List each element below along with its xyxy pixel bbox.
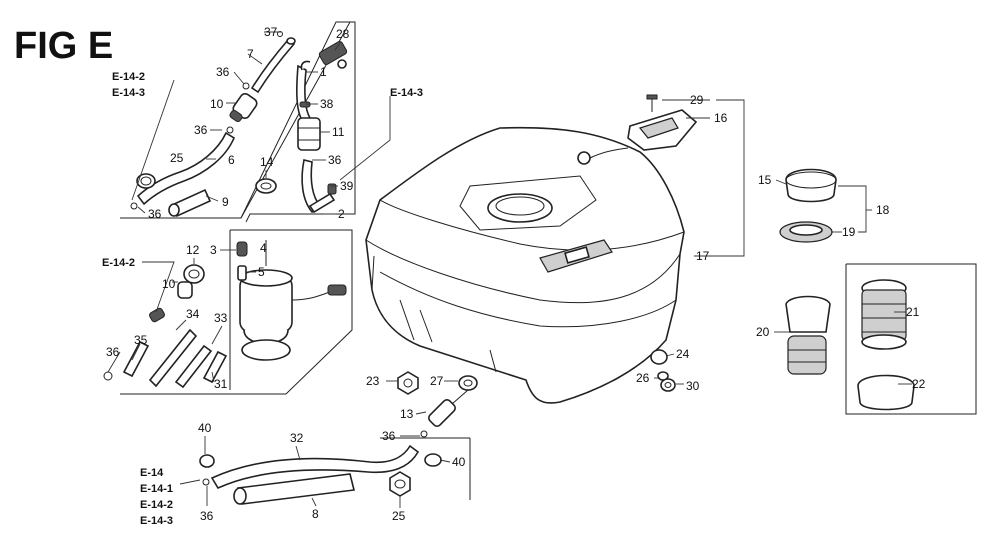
callout-1: 1 [320, 65, 327, 79]
callout-10: 10 [162, 277, 176, 291]
clip-40-left [199, 454, 215, 486]
fuel-filter-11 [297, 117, 321, 151]
ref-e14-3-bottom: E-14-3 [140, 515, 173, 527]
callout-32: 32 [290, 431, 304, 445]
figure-title: FIG E [14, 25, 113, 67]
callout-27: 27 [430, 374, 444, 388]
hoses-31-35 [122, 328, 228, 389]
callout-21: 21 [906, 305, 920, 319]
strainer-21-frame [845, 263, 977, 415]
cap-gasket-19 [779, 221, 833, 243]
strainer-20 [785, 295, 831, 375]
fuel-hose-1 [296, 60, 312, 121]
callout-5: 5 [258, 265, 265, 279]
hose-2 [301, 159, 336, 214]
ref-e14-3-tank: E-14-3 [390, 87, 423, 99]
fuel-tank-17 [365, 126, 685, 404]
fuel-cock-13 [420, 389, 469, 438]
pump-seal-4 [236, 241, 248, 257]
callout-8: 8 [312, 507, 319, 521]
clip-40-right [424, 453, 442, 467]
callout-10: 10 [210, 97, 224, 111]
pump-panel-frame [120, 229, 353, 395]
callout-12: 12 [186, 243, 200, 257]
washer-27 [458, 375, 478, 391]
callout-23: 23 [366, 374, 380, 388]
clamp-14 [255, 178, 277, 194]
callout-36: 36 [382, 429, 396, 443]
joint-12 [183, 264, 205, 284]
callout-30: 30 [686, 379, 700, 393]
callout-36: 36 [200, 509, 214, 523]
ref-e14-1: E-14-1 [140, 483, 173, 495]
cap-25-lower [389, 471, 411, 497]
joint-10-upper [229, 92, 258, 123]
ref-e14-2-top: E-14-2 [112, 71, 145, 83]
ref-e14-3-top: E-14-3 [112, 87, 145, 99]
callout-39: 39 [340, 179, 354, 193]
callout-25: 25 [392, 509, 406, 523]
callout-36: 36 [148, 207, 162, 221]
callout-20: 20 [756, 325, 770, 339]
joint-10-lower [177, 281, 193, 299]
hose-8 [233, 473, 355, 505]
fuel-hose-32 [210, 444, 420, 490]
callout-25: 25 [170, 151, 184, 165]
fuel-gauge-16 [577, 109, 698, 165]
callout-11: 11 [332, 125, 345, 139]
callout-3: 3 [210, 243, 217, 257]
callout-36: 36 [216, 65, 230, 79]
callout-29: 29 [690, 93, 704, 107]
callout-37: 37 [264, 25, 278, 39]
callout-6: 6 [228, 153, 235, 167]
fuel-cap-18 [785, 168, 837, 203]
pump-spring-5 [237, 265, 247, 281]
cap-25-upper [136, 173, 156, 189]
hose-9 [168, 188, 212, 218]
callout-40: 40 [198, 421, 212, 435]
callout-15: 15 [758, 173, 772, 187]
callout-18: 18 [876, 203, 890, 217]
ref-e14-2-pump: E-14-2 [102, 257, 135, 269]
callout-19: 19 [842, 225, 856, 239]
callout-34: 34 [186, 307, 200, 321]
fuel-hose-7 [250, 37, 296, 94]
callout-2: 2 [338, 207, 345, 221]
grommet-24 [650, 349, 668, 365]
strainer-ring-22 [857, 374, 915, 411]
callout-22: 22 [912, 377, 926, 391]
strainer-21 [861, 279, 907, 350]
bolt-23 [397, 371, 419, 395]
callout-36: 36 [328, 153, 342, 167]
callout-13: 13 [400, 407, 414, 421]
callout-14: 14 [260, 155, 274, 169]
pin-29 [646, 94, 658, 112]
callout-35: 35 [134, 333, 148, 347]
fuel-hose-6 [136, 131, 236, 206]
ref-e14-2-bottom: E-14-2 [140, 499, 173, 511]
callout-16: 16 [714, 111, 728, 125]
callout-36: 36 [106, 345, 120, 359]
ref-e14: E-14 [140, 467, 164, 479]
part-36-clip [103, 307, 165, 381]
callout-9: 9 [222, 195, 229, 209]
callout-38: 38 [320, 97, 334, 111]
callout-24: 24 [676, 347, 690, 361]
callout-33: 33 [214, 311, 228, 325]
callout-28: 28 [336, 27, 350, 41]
leader-lines [107, 31, 912, 508]
callout-4: 4 [260, 241, 267, 255]
callout-36: 36 [194, 123, 208, 137]
callout-31: 31 [214, 377, 228, 391]
callout-17: 17 [696, 249, 710, 263]
fuel-pump [239, 240, 347, 361]
part-28 [318, 41, 348, 69]
bottom-panel-frame [380, 437, 471, 500]
callout-7: 7 [247, 47, 254, 61]
part-38-39 [299, 101, 337, 195]
callout-40: 40 [452, 455, 466, 469]
nut-30 [660, 378, 676, 392]
callout-26: 26 [636, 371, 650, 385]
